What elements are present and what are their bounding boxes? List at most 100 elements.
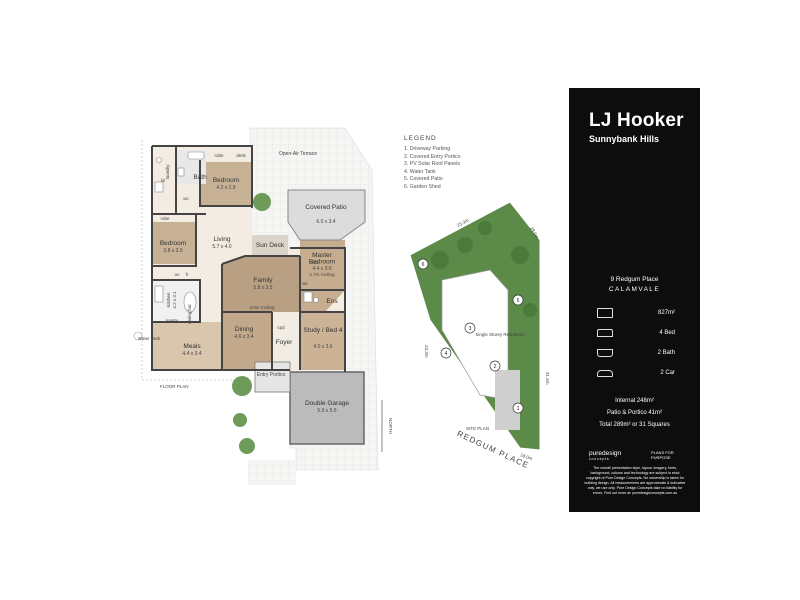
- puredesign-logo: puredesign concepts: [589, 450, 621, 461]
- legend-item: 3. PV Solar Roof Panels: [404, 161, 460, 168]
- covered-patio: [287, 189, 366, 241]
- cpd-label: cpd: [277, 325, 285, 330]
- dining-bar-label: dining bar: [187, 304, 192, 324]
- stat-land: 827m²: [597, 303, 675, 323]
- marker-4: [440, 347, 452, 359]
- site-plan-label: SITE PLAN: [466, 426, 489, 431]
- bedroom-left-dim: 3.8 x 3.0: [163, 248, 182, 254]
- suburb: CALAMVALE: [608, 286, 661, 293]
- dim-right-top: 28.0m: [529, 226, 540, 240]
- agency-panel: LJ Hooker Sunnybank Hills 9 Redgum Place…: [569, 88, 700, 512]
- meals-dim: 4.4 x 3.4: [182, 351, 201, 357]
- bath-icon: [597, 349, 613, 357]
- site-plan: 1 2 3 4 5 6 Single Storey Residence 23.3…: [409, 201, 550, 470]
- marker-6-label: 6: [422, 262, 425, 268]
- desk-label: desk: [236, 153, 246, 158]
- legend-item: 1. Driveway Parking: [404, 146, 451, 152]
- disclaimer: The overall presentation style, layout, …: [584, 466, 686, 495]
- bedroom-left-title: Bedroom: [160, 240, 186, 247]
- office-name: Sunnybank Hills: [589, 134, 660, 144]
- stat-baths: 2 Bath: [597, 343, 675, 363]
- laundry-label: laundry: [165, 164, 170, 180]
- meals-floor: [152, 322, 222, 370]
- legend-item: 4. Water Tank: [404, 168, 436, 175]
- patio-dim: 6.0 x 3.4: [316, 219, 335, 225]
- legend-item: 5. Covered Patio: [404, 176, 443, 183]
- legend-item: 6. Garden Shed: [404, 183, 441, 190]
- marker-5-label: 5: [517, 298, 520, 304]
- dim-bottom: 18.0m: [520, 452, 534, 461]
- ens-robe-label: robe: [309, 260, 319, 265]
- wir-label: wir: [302, 281, 308, 286]
- cars-value: 2 Car: [660, 370, 675, 376]
- family-dim: 5.8 x 3.5: [253, 285, 272, 291]
- internal-area: Internal 248m²: [615, 398, 654, 404]
- meals-title: Meals: [183, 343, 201, 350]
- family-floor: [222, 256, 300, 312]
- marker-5: [512, 294, 524, 306]
- bedroom-top-title: Bedroom: [213, 177, 239, 184]
- dining-floor: [222, 312, 272, 370]
- study-dim: 4.0 x 3.6: [313, 344, 332, 350]
- landscaping: [133, 193, 271, 454]
- master-dim: 4.4 x 3.0: [312, 266, 331, 272]
- patio-title: Covered Patio: [305, 204, 347, 211]
- brand-name: LJ Hooker: [589, 110, 684, 131]
- kitchen-title: Kitchen: [166, 292, 171, 308]
- garage-title: Double Garage: [305, 400, 349, 407]
- marker-1: [512, 402, 524, 414]
- pantry-label: pantry: [166, 318, 179, 323]
- floor-plan-label: FLOOR PLAN: [160, 384, 189, 389]
- entry-portico: [254, 361, 291, 393]
- dim-right: 31.6m: [545, 372, 550, 385]
- stat-beds: 4 Bed: [597, 323, 675, 343]
- stats: 827m² 4 Bed 2 Bath 2 Car: [597, 303, 675, 383]
- bedroom-left-floor: [152, 222, 196, 264]
- logo-sub: concepts: [589, 457, 610, 461]
- address: 9 Redgum Place: [610, 276, 659, 283]
- land-icon: [597, 308, 613, 318]
- wc-label: wc: [183, 196, 189, 201]
- area-summary: Internal 248m² Patio & Portico 41m² Tota…: [569, 395, 700, 431]
- marker-4-label: 4: [445, 351, 448, 357]
- beds-value: 4 Bed: [659, 330, 675, 336]
- residence-label: Single Storey Residence: [475, 332, 525, 337]
- dim-left: 23.3m: [424, 345, 429, 358]
- water-tank-label: Water Tank: [138, 336, 161, 341]
- master-ceiling-label: 2.7m Ceiling: [309, 272, 335, 277]
- ov-label: ov: [175, 272, 181, 277]
- robe-label: robe: [214, 153, 224, 158]
- floor-plan: Bedroom 4.2 x 2.9 Living 5.7 x 4.0 Bedro…: [133, 127, 393, 485]
- legend: LEGEND 1. Driveway Parking 2. Covered En…: [404, 135, 544, 192]
- fixtures: [154, 151, 319, 313]
- dining-dim: 4.6 x 3.4: [234, 334, 253, 340]
- entry-label: Entry Portico: [257, 372, 286, 378]
- marker-6: [417, 258, 429, 270]
- sun-deck-label: Sun Deck: [256, 242, 285, 249]
- living-dim: 5.7 x 4.0: [212, 244, 231, 250]
- north-label: NORTH: [388, 418, 393, 434]
- baths-value: 2 Bath: [657, 350, 675, 356]
- car-icon: [597, 369, 613, 377]
- bed-icon: [597, 329, 613, 337]
- marker-3-label: 3: [469, 326, 472, 332]
- total-area: Total 289m² or 31 Squares: [599, 422, 670, 428]
- dim-top: 23.3m: [456, 217, 470, 227]
- patio-area: Patio & Portico 41m²: [606, 410, 663, 416]
- sun-deck: [252, 235, 288, 257]
- marker-2: [489, 360, 501, 372]
- study-title: Study / Bed 4: [303, 327, 342, 334]
- designer-logos: puredesign concepts PLANS FOR PURPOSE: [589, 450, 681, 461]
- tagline: PLANS FOR PURPOSE: [651, 450, 674, 460]
- marker-1-label: 1: [517, 406, 520, 412]
- marker-3: [464, 322, 476, 334]
- land-value: 827m²: [657, 310, 675, 316]
- terrace-label: Open-Air Terrace: [279, 151, 317, 157]
- marker-2-label: 2: [494, 364, 497, 370]
- kitchen-dim: 4.2 x 3.1: [172, 291, 177, 309]
- living-title: Living: [214, 236, 231, 243]
- legend-title: LEGEND: [404, 135, 437, 142]
- family-ceiling-label: 3.0m Ceiling: [249, 305, 275, 310]
- linen-label: lin: [161, 178, 166, 183]
